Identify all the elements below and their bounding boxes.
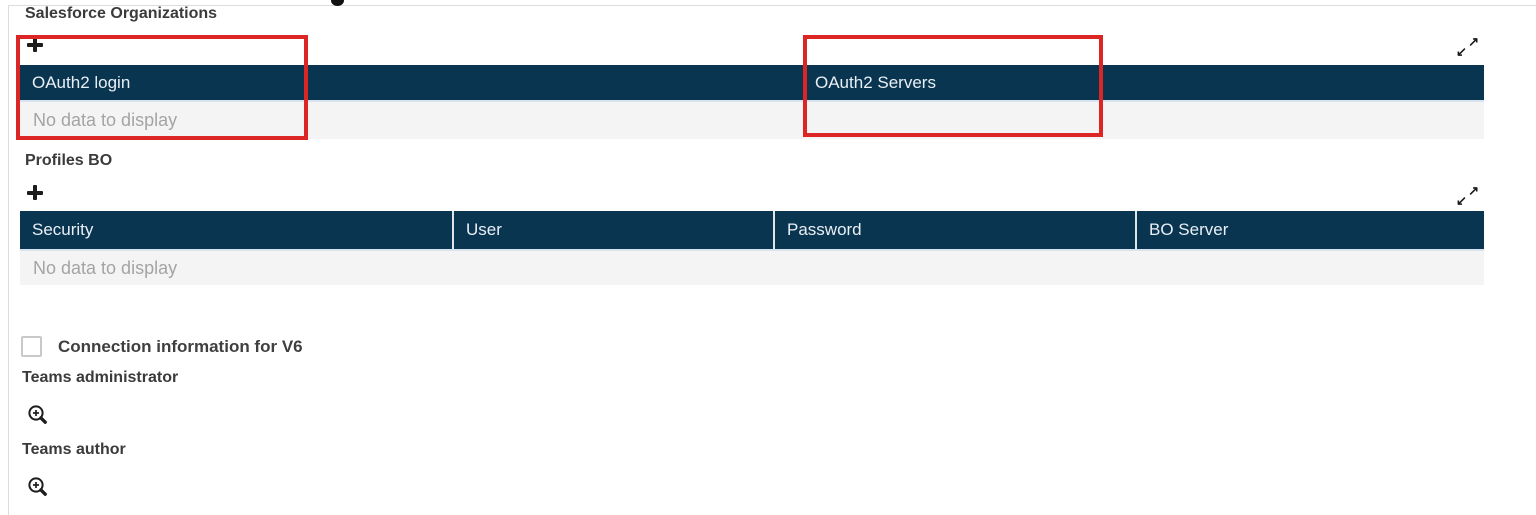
annotation-box-oauth2-login	[16, 35, 308, 140]
column-header-bo-server[interactable]: BO Server	[1135, 211, 1484, 249]
connection-v6-checkbox[interactable]	[21, 336, 42, 357]
empty-message: No data to display	[33, 110, 178, 130]
oauth2-table-empty-row: No data to display	[20, 102, 1484, 139]
column-header-password[interactable]: Password	[773, 211, 1135, 249]
salesforce-organizations-heading: Salesforce Organizations	[25, 5, 218, 22]
zoom-in-magnifier-icon	[28, 405, 47, 424]
add-oauth2-organization-button[interactable]	[27, 37, 43, 52]
profiles-table-header-row: Security User Password BO Server	[20, 211, 1484, 251]
column-header-security[interactable]: Security	[32, 220, 94, 239]
teams-author-heading: Teams author	[22, 441, 126, 458]
teams-author-lookup-button[interactable]	[27, 476, 49, 498]
profiles-bo-table: Security User Password BO Server No data…	[20, 211, 1484, 285]
expand-arrow-ne-icon: ↗	[1468, 34, 1479, 49]
column-header-oauth2-login[interactable]: OAuth2 login	[32, 73, 131, 92]
cropped-glyph-artifact	[331, 0, 344, 6]
panel-border-top	[8, 5, 1536, 6]
oauth2-table-header-row: OAuth2 login OAuth2 Servers	[20, 65, 1484, 102]
connection-v6-label[interactable]: Connection information for V6	[58, 337, 303, 356]
plus-icon	[27, 37, 43, 52]
column-header-oauth2-servers[interactable]: OAuth2 Servers	[815, 73, 936, 92]
empty-message: No data to display	[33, 258, 178, 278]
plus-icon	[27, 185, 43, 200]
teams-administrator-lookup-button[interactable]	[27, 404, 49, 426]
expand-arrow-sw-icon: ↙	[1456, 44, 1467, 59]
expand-oauth2-table-button[interactable]: ↗ ↙	[1456, 35, 1479, 58]
expand-profiles-table-button[interactable]: ↗ ↙	[1456, 184, 1479, 207]
profiles-table-empty-row: No data to display	[20, 251, 1484, 285]
expand-arrow-ne-icon: ↗	[1468, 183, 1479, 198]
zoom-in-magnifier-icon	[28, 477, 47, 496]
teams-administrator-heading: Teams administrator	[22, 369, 179, 386]
add-profile-bo-button[interactable]	[27, 185, 43, 200]
profiles-bo-heading: Profiles BO	[25, 152, 113, 169]
panel-border-left	[8, 5, 9, 515]
expand-arrow-sw-icon: ↙	[1456, 193, 1467, 208]
annotation-box-oauth2-servers	[803, 35, 1103, 137]
column-header-user[interactable]: User	[452, 211, 773, 249]
oauth2-organizations-table: OAuth2 login OAuth2 Servers No data to d…	[20, 65, 1484, 139]
